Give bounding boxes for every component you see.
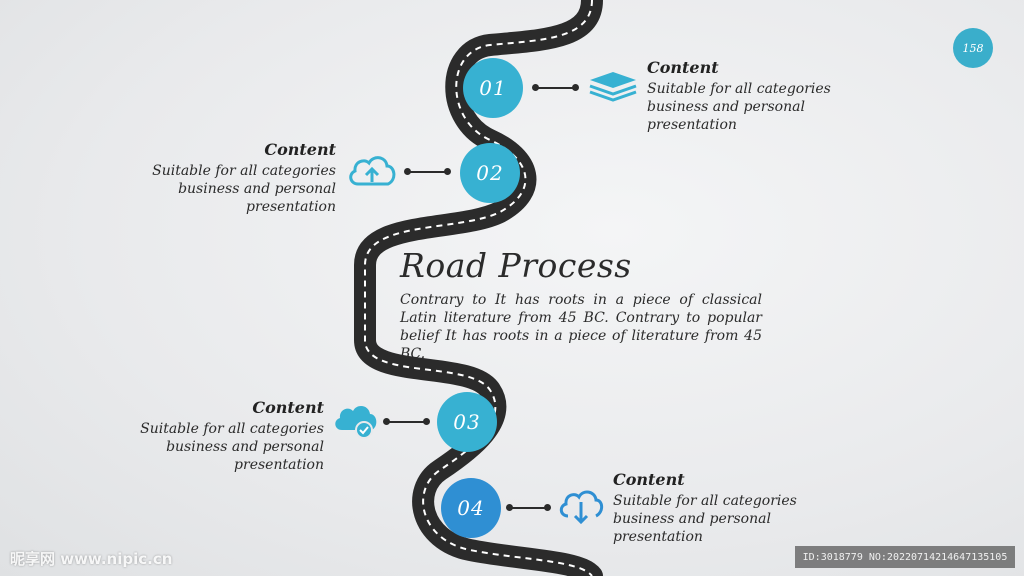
- step-03-circle: 03: [437, 392, 497, 452]
- step-03-description: Suitable for all categories business and…: [140, 421, 324, 473]
- step-01-description: Suitable for all categories business and…: [647, 81, 831, 133]
- step-02-connector: [407, 171, 447, 173]
- watermark-left: 昵享网 www.nipic.cn: [10, 550, 173, 568]
- step-04-circle: 04: [441, 478, 501, 538]
- layers-icon: [589, 72, 637, 102]
- step-04-description: Suitable for all categories business and…: [613, 493, 797, 545]
- page-number-badge: 158: [953, 28, 993, 68]
- cloud-download-icon: [559, 490, 604, 525]
- step-01-connector-dot-end: [572, 84, 579, 91]
- watermark-right: ID:3018779 NO:20220714214647135105: [795, 546, 1015, 568]
- step-01-text: Content Suitable for all categories busi…: [647, 58, 857, 134]
- step-03-connector-dot-end: [423, 418, 430, 425]
- step-04-connector-dot-end: [544, 504, 551, 511]
- step-04-text: Content Suitable for all categories busi…: [613, 470, 823, 546]
- step-01-connector: [535, 87, 575, 89]
- step-02-circle: 02: [460, 143, 520, 203]
- step-02-title: Content: [264, 140, 336, 159]
- step-04-title: Content: [613, 470, 685, 489]
- step-02-connector-dot-end: [444, 168, 451, 175]
- step-03-title: Content: [252, 398, 324, 417]
- step-04-connector: [509, 507, 547, 509]
- step-01-circle: 01: [463, 58, 523, 118]
- step-03-text: Content Suitable for all categories busi…: [108, 398, 324, 474]
- cloud-upload-icon: [349, 156, 396, 186]
- step-02-text: Content Suitable for all categories busi…: [120, 140, 336, 216]
- step-01-title: Content: [647, 58, 719, 77]
- cloud-check-icon: [335, 405, 377, 439]
- step-02-description: Suitable for all categories business and…: [152, 163, 336, 215]
- step-03-connector: [386, 421, 426, 423]
- page-title: Road Process: [400, 246, 632, 285]
- main-description: Contrary to It has roots in a piece of c…: [400, 292, 762, 362]
